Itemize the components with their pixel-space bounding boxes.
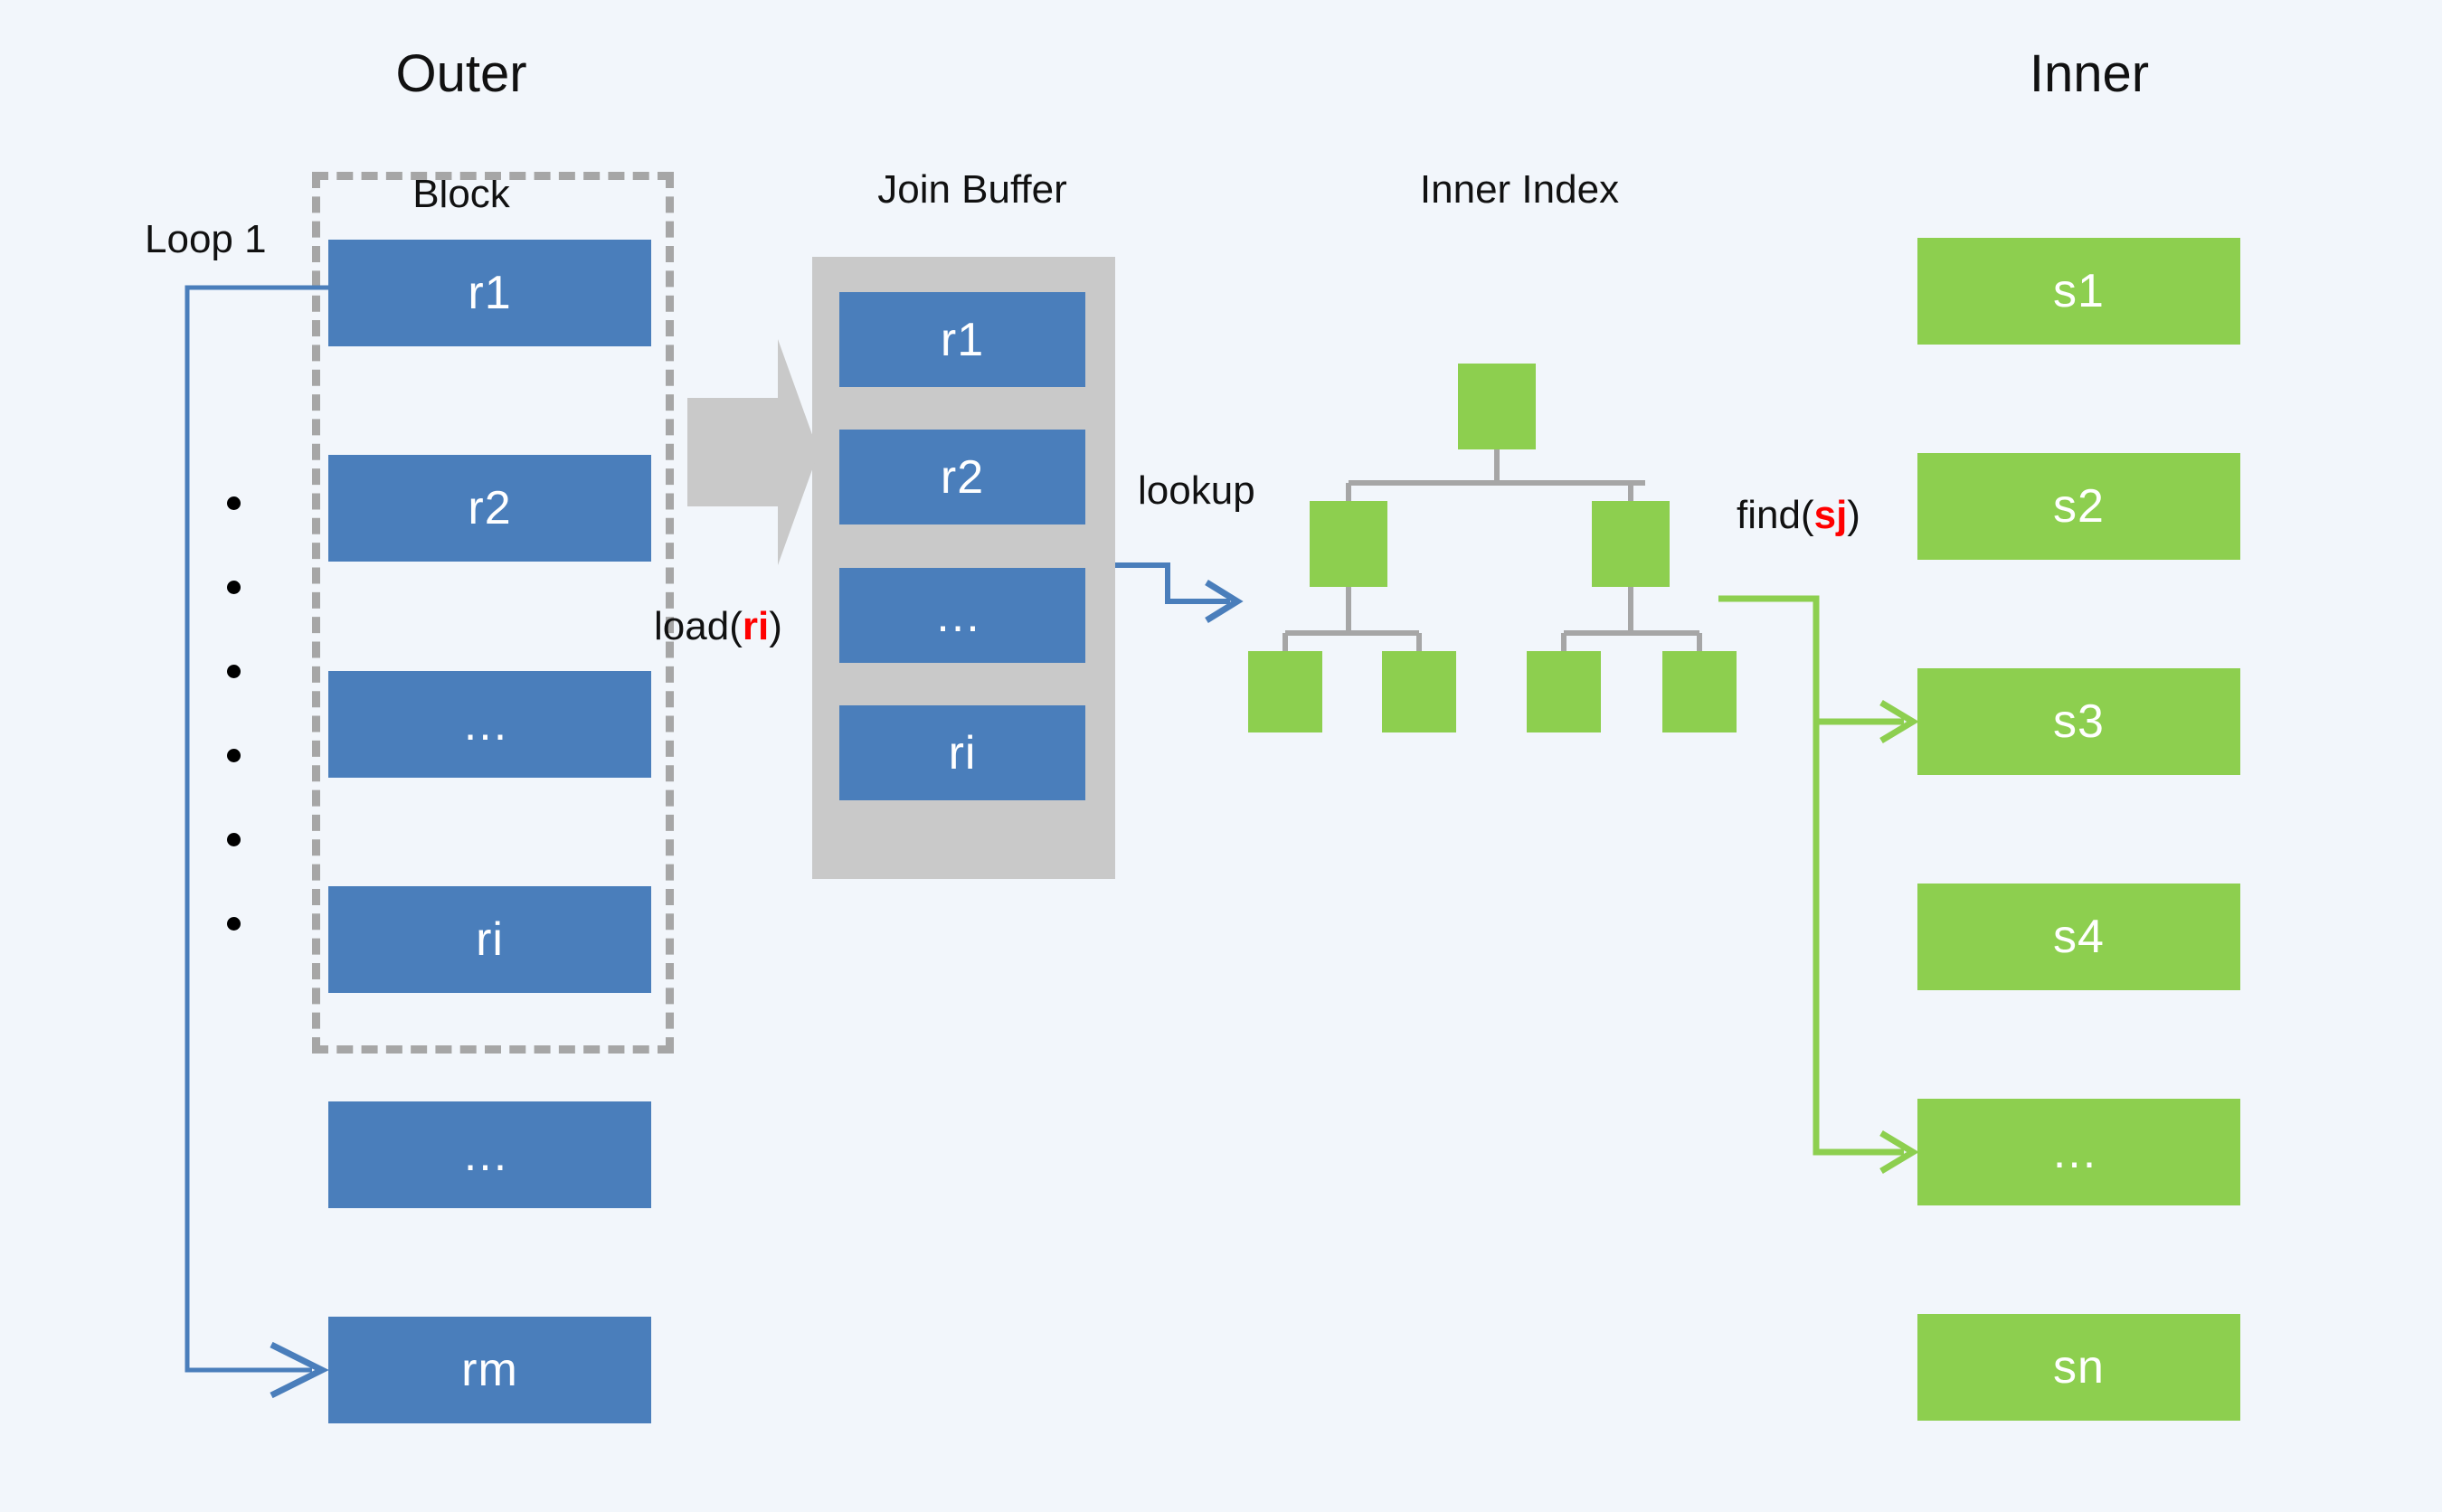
inner-row-sn[interactable]: sn — [1917, 1314, 2240, 1421]
outer-row-r1[interactable]: r1 — [328, 240, 651, 346]
index-node-leaf-1[interactable] — [1248, 651, 1322, 732]
lookup-arrow — [1115, 562, 1244, 623]
load-block-arrow — [687, 339, 819, 565]
find-arrow — [1718, 595, 1919, 1175]
label-find-prefix: find( — [1737, 493, 1814, 537]
outer-row-ellipsis[interactable]: … — [328, 671, 651, 778]
label-find: find(sj) — [1737, 493, 1860, 538]
inner-row-s1[interactable]: s1 — [1917, 238, 2240, 345]
join-buffer-row-r2[interactable]: r2 — [839, 430, 1085, 524]
outer-ellipsis-dot — [227, 917, 241, 931]
label-lookup: lookup — [1138, 468, 1255, 513]
subheading-inner-index: Inner Index — [1419, 167, 1620, 212]
heading-inner: Inner — [2029, 44, 2150, 103]
outer-ellipsis-dot — [227, 833, 241, 846]
join-buffer-row-r1[interactable]: r1 — [839, 292, 1085, 387]
index-node-leaf-3[interactable] — [1527, 651, 1601, 732]
outer-ellipsis-dot — [227, 749, 241, 762]
outer-row-tail-ellipsis[interactable]: … — [328, 1101, 651, 1208]
heading-outer: Outer — [395, 44, 527, 103]
label-find-arg: sj — [1813, 493, 1848, 537]
outer-ellipsis-dot — [227, 665, 241, 678]
label-loop: Loop 1 — [145, 217, 267, 261]
loop-arrow — [185, 285, 329, 1399]
outer-row-ri[interactable]: ri — [328, 886, 651, 993]
label-load: load(ri) — [654, 604, 782, 649]
inner-row-s2[interactable]: s2 — [1917, 453, 2240, 560]
index-node-leaf-2[interactable] — [1382, 651, 1456, 732]
index-node-internal-right[interactable] — [1592, 501, 1670, 587]
outer-ellipsis-dot — [227, 581, 241, 594]
inner-row-ellipsis[interactable]: … — [1917, 1099, 2240, 1205]
inner-row-s4[interactable]: s4 — [1917, 884, 2240, 990]
index-node-internal-left[interactable] — [1310, 501, 1387, 587]
label-load-arg: ri — [742, 604, 770, 648]
join-buffer-row-ellipsis[interactable]: … — [839, 568, 1085, 663]
inner-row-s3[interactable]: s3 — [1917, 668, 2240, 775]
subheading-join-buffer: Join Buffer — [877, 167, 1067, 212]
index-node-root[interactable] — [1458, 364, 1536, 449]
label-load-suffix: ) — [769, 604, 782, 648]
label-find-suffix: ) — [1847, 493, 1860, 537]
index-node-leaf-4[interactable] — [1662, 651, 1737, 732]
join-buffer-row-ri[interactable]: ri — [839, 705, 1085, 800]
outer-row-rm[interactable]: rm — [328, 1317, 651, 1423]
label-load-prefix: load( — [654, 604, 743, 648]
outer-row-r2[interactable]: r2 — [328, 455, 651, 562]
outer-ellipsis-dot — [227, 496, 241, 510]
